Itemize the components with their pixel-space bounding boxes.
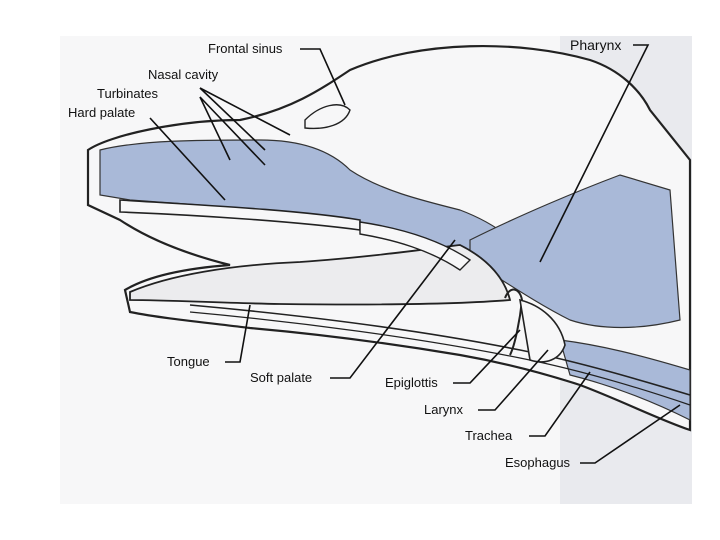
label-nasal-cavity: Nasal cavity: [148, 67, 219, 82]
leader-nasal-cavity-1: [199, 87, 266, 151]
leader-esophagus: [580, 404, 681, 464]
soft-palate-shape: [359, 221, 472, 271]
larynx-shape: [519, 298, 566, 363]
leader-tongue: [225, 304, 251, 363]
label-larynx: Larynx: [424, 402, 464, 417]
leader-epiglottis: [453, 329, 521, 384]
leader-turbinates-1: [199, 96, 231, 161]
leader-soft-palate: [330, 239, 456, 379]
leader-lines: [149, 44, 681, 464]
label-esophagus: Esophagus: [505, 455, 571, 470]
pharynx-fill: [469, 174, 681, 329]
label-tongue: Tongue: [167, 354, 210, 369]
label-turbinates: Turbinates: [97, 86, 158, 101]
label-epiglottis: Epiglottis: [385, 375, 438, 390]
tongue-shape: [129, 244, 512, 306]
leader-hard-palate: [149, 117, 226, 201]
trachea-tube: [189, 304, 691, 396]
leader-nasal-cavity-2: [199, 87, 291, 136]
leader-trachea: [529, 371, 591, 437]
esophagus-fill: [559, 339, 691, 421]
label-frontal-sinus: Frontal sinus: [208, 41, 283, 56]
label-soft-palate: Soft palate: [250, 370, 313, 385]
leader-pharynx: [539, 44, 650, 263]
label-pharynx: Pharynx: [570, 37, 622, 53]
frontal-sinus-shape: [304, 104, 351, 130]
leader-turbinates-2: [199, 96, 266, 166]
leader-frontal-sinus: [300, 48, 346, 106]
label-trachea: Trachea: [465, 428, 513, 443]
label-hard-palate: Hard palate: [68, 105, 136, 120]
leader-larynx: [478, 349, 549, 411]
trachea-tube-lower: [189, 311, 691, 406]
